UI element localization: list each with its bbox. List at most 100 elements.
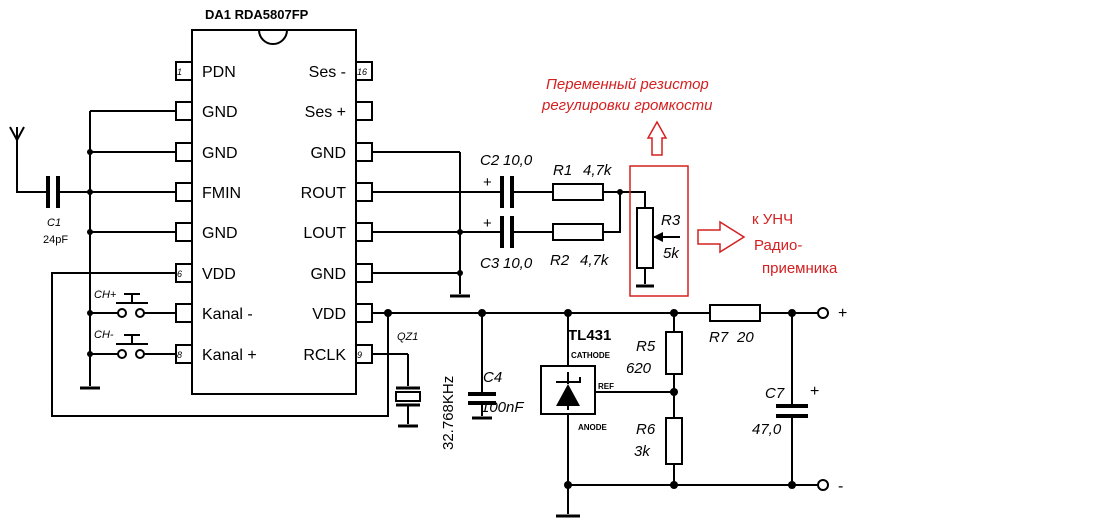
button-ch-minus bbox=[90, 334, 176, 359]
c3-value: 10,0 bbox=[503, 255, 533, 272]
resistor-r2 bbox=[552, 223, 604, 241]
ic-pin-right: LOUT bbox=[303, 222, 373, 242]
ic-pin-left: GND bbox=[175, 142, 238, 162]
ic-pin-name: Ses - bbox=[309, 64, 346, 81]
power-wiring bbox=[372, 304, 829, 518]
ic-pin-name: Kanal + bbox=[202, 347, 257, 364]
ic-pin-number: 8 bbox=[177, 350, 182, 360]
ch-minus-label: CH- bbox=[94, 329, 114, 341]
arrow-right-icon bbox=[697, 220, 746, 254]
volume-highlight-box bbox=[629, 165, 689, 297]
r5-value: 620 bbox=[626, 360, 652, 377]
resistor-r6 bbox=[665, 417, 683, 465]
c1-value: 24pF bbox=[43, 234, 68, 246]
capacitor-c7 bbox=[776, 404, 808, 418]
arrow-up-icon bbox=[646, 120, 668, 156]
r1-value: 4,7k bbox=[583, 162, 613, 179]
c7-polarity: + bbox=[810, 383, 819, 400]
ic-pin-left: Kanal - bbox=[175, 303, 253, 323]
tl431-ref: TL431 bbox=[568, 327, 611, 344]
terminal-plus bbox=[817, 307, 829, 319]
resistor-r7 bbox=[709, 304, 761, 322]
r7-ref: R7 bbox=[709, 329, 729, 346]
c3-polarity: + bbox=[483, 215, 492, 232]
antenna-icon bbox=[9, 126, 48, 193]
ic-pin-name: VDD bbox=[202, 266, 236, 283]
c3-ref: C3 bbox=[480, 255, 500, 272]
ic-pin-left: 1 PDN bbox=[175, 61, 236, 81]
resistor-r1 bbox=[552, 183, 604, 201]
r2-ref: R2 bbox=[550, 252, 570, 269]
r5-ref: R5 bbox=[636, 338, 656, 355]
ic-pin-name: GND bbox=[310, 266, 346, 283]
r1-ref: R1 bbox=[553, 162, 572, 179]
ic-pin-right: Ses + bbox=[305, 101, 373, 121]
ic-pin-number: 1 bbox=[177, 67, 182, 77]
c1-ref: C1 bbox=[47, 217, 61, 229]
crystal-qz1 bbox=[395, 386, 421, 407]
c2-value: 10,0 bbox=[503, 152, 533, 169]
c4-value: 100nF bbox=[481, 399, 524, 416]
ic-pin-right: 9 RCLK bbox=[303, 344, 373, 364]
ic-pin-name: ROUT bbox=[301, 185, 347, 202]
ic-pin-left: GND bbox=[175, 101, 238, 121]
audio-wiring bbox=[372, 120, 746, 298]
c2-ref: C2 bbox=[480, 152, 500, 169]
r3-ref: R3 bbox=[661, 212, 681, 229]
ic-pin-name: VDD bbox=[312, 306, 346, 323]
volume-note-line2: регулировки громкости bbox=[541, 97, 713, 114]
c7-value: 47,0 bbox=[752, 421, 782, 438]
r2-value: 4,7k bbox=[580, 252, 610, 269]
resistor-r5 bbox=[665, 331, 683, 375]
capacitor-c3 bbox=[500, 216, 514, 248]
ic-pin-number: 9 bbox=[357, 350, 362, 360]
ic-pin-name: GND bbox=[310, 145, 346, 162]
ic-pin-name: FMIN bbox=[202, 185, 241, 202]
terminal-plus-label: + bbox=[838, 305, 847, 322]
r6-value: 3k bbox=[634, 443, 651, 460]
capacitor-c1 bbox=[46, 176, 60, 208]
ic-pin-right: VDD bbox=[312, 303, 373, 323]
capacitor-c2 bbox=[500, 176, 514, 208]
output-note-line1: к УНЧ bbox=[752, 211, 793, 228]
ic-right-pins: 16 Ses - Ses + GND ROUT LOUT GND VDD 9 RCLK bbox=[301, 61, 373, 364]
ic-pin-right: GND bbox=[310, 263, 373, 283]
tl431-anode: ANODE bbox=[578, 423, 608, 432]
left-wiring: C1 24pF CH+ bbox=[9, 110, 389, 417]
tl431-cathode: CATHODE bbox=[571, 351, 611, 360]
r7-value: 20 bbox=[736, 329, 754, 346]
c7-ref: C7 bbox=[765, 385, 785, 402]
qz1-ref: QZ1 bbox=[397, 331, 418, 343]
ic-pin-name: LOUT bbox=[303, 225, 346, 242]
button-ch-plus bbox=[90, 293, 176, 318]
volume-note-line1: Переменный резистор bbox=[546, 76, 709, 93]
qz1-value: 32.768KHz bbox=[440, 376, 457, 450]
ic-pin-name: Ses + bbox=[305, 104, 346, 121]
ic-pin-right: GND bbox=[310, 142, 373, 162]
c4-ref: C4 bbox=[483, 369, 502, 386]
labels: C2 10,0 + C3 10,0 + R1 4,7k R2 4,7k R3 5… bbox=[397, 76, 847, 495]
ic-pin-right: 16 Ses - bbox=[309, 61, 373, 81]
tl431-regulator bbox=[540, 365, 596, 415]
ic-pin-name: RCLK bbox=[303, 347, 346, 364]
ic-pin-number: 16 bbox=[357, 67, 367, 77]
output-note-line2: Радио- bbox=[754, 237, 802, 254]
terminal-minus bbox=[817, 479, 829, 491]
ic-pin-name: GND bbox=[202, 225, 238, 242]
ic-pin-left: 8 Kanal + bbox=[175, 344, 257, 364]
r6-ref: R6 bbox=[636, 421, 656, 438]
ic-pin-name: PDN bbox=[202, 64, 236, 81]
tl431-ref-pin: REF bbox=[598, 382, 614, 391]
r3-value: 5k bbox=[663, 245, 680, 262]
output-note-line3: приемника bbox=[762, 260, 838, 277]
potentiometer-r3 bbox=[636, 207, 654, 269]
ic-pin-left: FMIN bbox=[175, 182, 241, 202]
ch-plus-label: CH+ bbox=[94, 289, 117, 301]
c2-polarity: + bbox=[483, 174, 492, 191]
ic-pin-name: GND bbox=[202, 145, 238, 162]
terminal-minus-label: - bbox=[838, 478, 843, 495]
ic-pin-name: GND bbox=[202, 104, 238, 121]
